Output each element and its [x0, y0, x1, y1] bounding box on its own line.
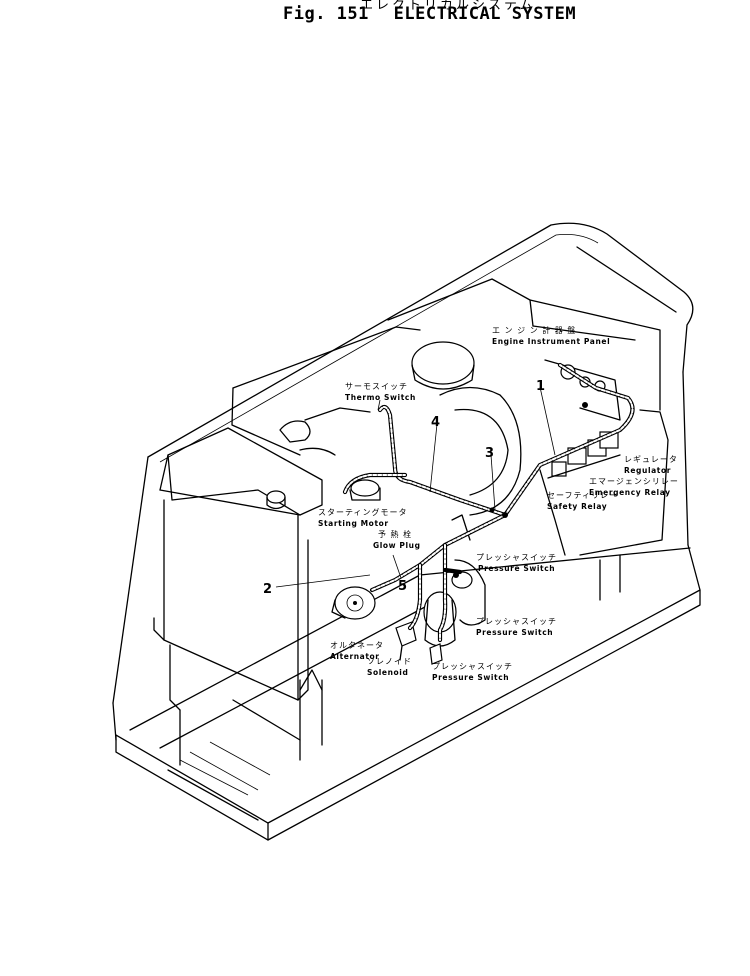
label-alternator: オルタネータ Alternator: [330, 641, 384, 661]
figure-number: Fig. 151: [283, 4, 369, 24]
label-regulator: レギュレータ Regulator: [624, 455, 678, 475]
label-pressure-switch-3: プレッシャスイッチ Pressure Switch: [432, 662, 513, 682]
callout-2: 2: [263, 582, 272, 597]
svg-text:プレッシャスイッチ: プレッシャスイッチ: [476, 617, 557, 626]
callout-5: 5: [398, 579, 407, 594]
label-pressure-switch-1: プレッシャスイッチ Pressure Switch: [476, 553, 557, 573]
svg-text:Solenoid: Solenoid: [367, 668, 408, 677]
svg-text:Engine Instrument Panel: Engine Instrument Panel: [492, 337, 610, 346]
svg-text:Regulator: Regulator: [624, 466, 671, 475]
svg-text:Alternator: Alternator: [330, 652, 380, 661]
svg-text:ソレノイド: ソレノイド: [367, 657, 412, 666]
svg-text:サーモスイッチ: サーモスイッチ: [345, 382, 408, 391]
svg-text:Pressure Switch: Pressure Switch: [478, 564, 555, 573]
svg-text:プレッシャスイッチ: プレッシャスイッチ: [476, 553, 557, 562]
figure-name: ELECTRICAL SYSTEM: [393, 4, 577, 24]
svg-text:予 熱 栓: 予 熱 栓: [378, 529, 412, 539]
alternator-unit: [331, 586, 376, 620]
callout-4: 4: [431, 415, 440, 430]
starting-motor-unit: [349, 479, 381, 501]
enclosure-outline: [112, 222, 694, 741]
svg-text:レギュレータ: レギュレータ: [624, 455, 678, 464]
label-starting-motor: スターティングモータ Starting Motor: [318, 507, 408, 528]
svg-text:Emergency Relay: Emergency Relay: [589, 488, 671, 497]
pressure-switch-units: [423, 559, 486, 665]
svg-text:Safety Relay: Safety Relay: [547, 502, 607, 511]
label-emergency-relay: エマージェンシリレー Emergency Relay: [589, 477, 679, 497]
label-thermo-switch: サーモスイッチ Thermo Switch: [345, 382, 416, 402]
svg-text:エマージェンシリレー: エマージェンシリレー: [589, 477, 679, 486]
svg-text:セーフティリレー: セーフティリレー: [547, 491, 618, 500]
svg-text:Thermo Switch: Thermo Switch: [345, 393, 416, 402]
label-safety-relay: セーフティリレー Safety Relay: [547, 491, 618, 511]
svg-text:オルタネータ: オルタネータ: [330, 641, 384, 650]
radiator: [153, 427, 323, 746]
svg-text:Glow Plug: Glow Plug: [373, 541, 421, 550]
leader-lines: [275, 386, 556, 588]
svg-text:スターティングモータ: スターティングモータ: [318, 507, 408, 517]
svg-text:Pressure Switch: Pressure Switch: [476, 628, 553, 637]
base-frame: [115, 544, 701, 841]
svg-text:Pressure Switch: Pressure Switch: [432, 673, 509, 682]
svg-text:エ ン ジ ン 計 器 盤: エ ン ジ ン 計 器 盤: [492, 325, 576, 335]
wiring-harness: [342, 362, 635, 643]
label-solenoid: ソレノイド Solenoid: [367, 657, 412, 677]
svg-text:Starting Motor: Starting Motor: [318, 519, 389, 528]
engine-block: [231, 278, 669, 556]
label-glow-plug: 予 熱 栓 Glow Plug: [373, 529, 421, 550]
callout-3: 3: [485, 446, 494, 461]
figure-title-jp: エレクトリカルシステム: [360, 0, 536, 13]
label-engine-panel: エ ン ジ ン 計 器 盤 Engine Instrument Panel: [492, 325, 610, 346]
figure-title: Fig. 151 ELECTRICAL SYSTEM: [283, 4, 576, 24]
callout-1: 1: [536, 379, 545, 394]
svg-text:プレッシャスイッチ: プレッシャスイッチ: [432, 662, 513, 671]
label-pressure-switch-2: プレッシャスイッチ Pressure Switch: [476, 617, 557, 637]
